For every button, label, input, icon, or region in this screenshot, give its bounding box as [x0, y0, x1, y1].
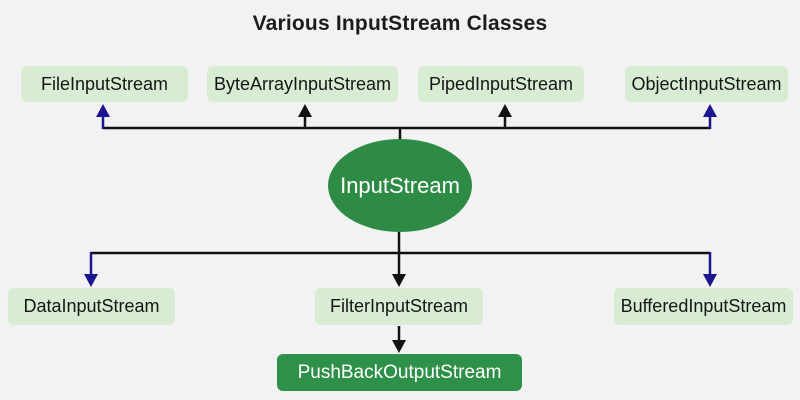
- node-datainputstream: DataInputStream: [8, 288, 175, 325]
- node-inputstream-root: InputStream: [328, 139, 472, 232]
- node-bytearrayinputstream: ByteArrayInputStream: [207, 66, 398, 102]
- arrow-to-datainputstream: [84, 252, 98, 287]
- arrow-to-pipedinputstream: [498, 104, 512, 129]
- node-pushbackoutputstream: PushBackOutputStream: [277, 354, 522, 391]
- node-bufferedinputstream: BufferedInputStream: [614, 288, 793, 325]
- arrow-to-bytearrayinputstream: [298, 104, 312, 129]
- arrow-to-bufferedinputstream: [703, 252, 717, 287]
- node-fileinputstream: FileInputStream: [21, 66, 188, 102]
- arrow-to-pushbackoutputstream: [392, 326, 406, 353]
- arrow-to-fileinputstream: [96, 104, 110, 129]
- arrow-to-filterinputstream: [392, 230, 406, 287]
- node-pipedinputstream: PipedInputStream: [418, 66, 584, 102]
- page-title: Various InputStream Classes: [252, 12, 548, 35]
- node-filterinputstream: FilterInputStream: [315, 288, 483, 325]
- node-objectinputstream: ObjectInputStream: [625, 66, 788, 102]
- arrow-to-objectinputstream: [703, 104, 717, 129]
